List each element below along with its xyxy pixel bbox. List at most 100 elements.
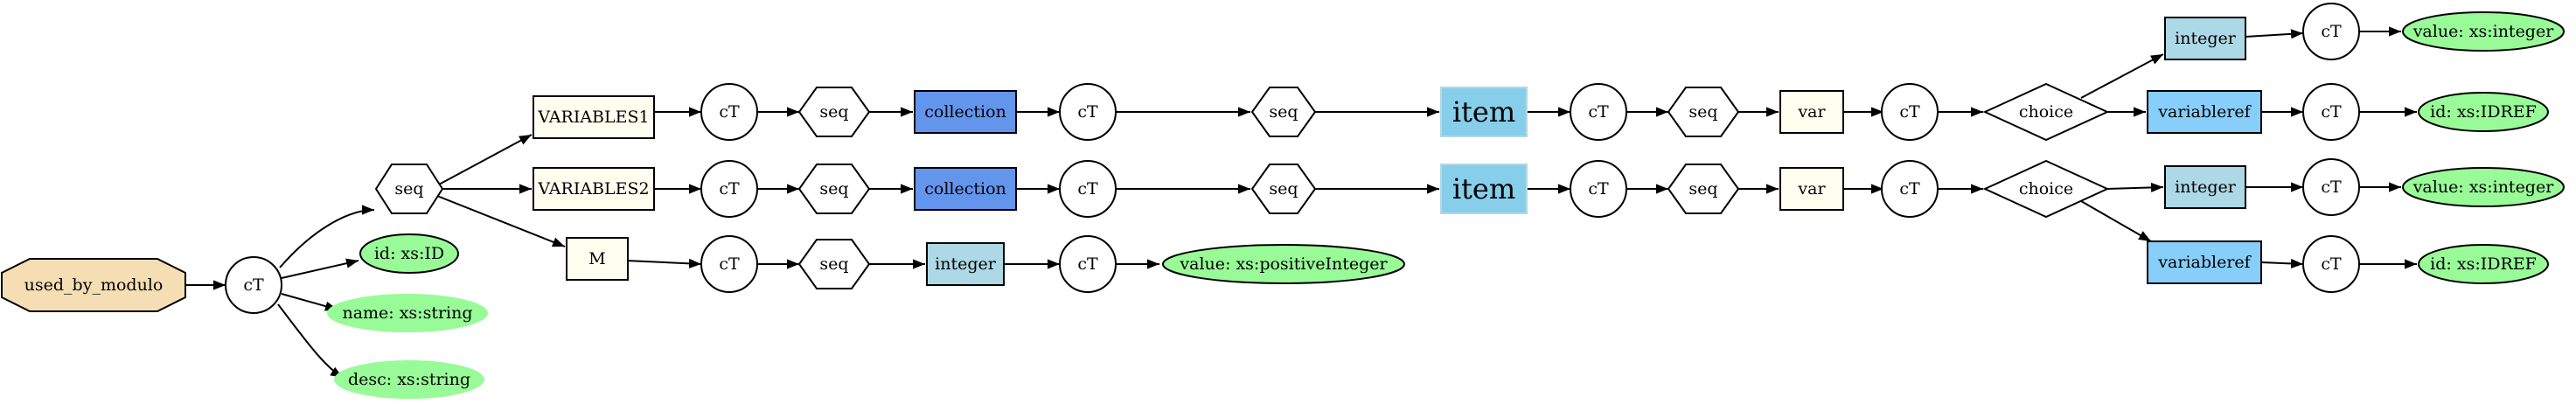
row-variables1: cT seq collection cT seq item cT seq (700, 3, 2565, 142)
edge-seq-variables1 (436, 134, 533, 186)
seq-label: seq (1688, 179, 1717, 199)
attr-id-label: id: xs:ID (374, 244, 444, 263)
ct-node: cT (1570, 160, 1627, 218)
value-positive-integer-node: value: xs:positiveInteger (1162, 244, 1405, 284)
seq-node: seq (374, 164, 444, 214)
variables2-node: VARIABLES2 (533, 167, 655, 211)
item-node: item (1440, 164, 1528, 214)
attr-name: name: xs:string (327, 294, 488, 332)
collection-label: collection (924, 179, 1006, 199)
m-node: M (566, 237, 629, 281)
ct-label: cT (2321, 102, 2342, 122)
integer-node: integer (926, 242, 1005, 286)
seq-node: seq (797, 87, 871, 137)
ct-label: cT (1899, 179, 1920, 199)
choice-label: choice (2019, 102, 2073, 122)
integer-label: integer (935, 254, 997, 274)
value-integer-label: value: xs:integer (2412, 178, 2555, 197)
edge-seq-m (436, 195, 566, 247)
root-node: used_by_modulo (1, 258, 186, 312)
ct-label: cT (2321, 22, 2342, 41)
seq-label: seq (819, 102, 848, 122)
value-integer-node: value: xs:integer (2402, 11, 2565, 52)
edge-c1 (625, 258, 702, 268)
ct-node: cT (700, 83, 758, 141)
collection-node: collection (914, 90, 1017, 134)
ct-label: cT (2321, 178, 2342, 197)
ct-label: cT (719, 254, 740, 274)
item-label: item (1452, 172, 1515, 205)
ct-node: cT (2302, 3, 2360, 60)
edge-ct-id (281, 258, 359, 279)
integer-label: integer (2175, 178, 2237, 197)
integer-label: integer (2175, 29, 2237, 48)
variableref-label: variableref (2157, 253, 2252, 272)
ct-node: cT (1881, 83, 1939, 141)
item-node: item (1440, 87, 1528, 137)
seq-label: seq (1269, 179, 1298, 199)
edge-ct-name (281, 293, 338, 311)
variables2-label: VARIABLES2 (537, 179, 649, 199)
seq-label: seq (819, 254, 848, 274)
ct-node: cT (1059, 235, 1117, 293)
attr-desc-label: desc: xs:string (348, 370, 470, 389)
collection-label: collection (924, 102, 1006, 122)
variableref-node: variableref (2147, 240, 2262, 284)
edges (185, 26, 2417, 379)
id-idref-label: id: xs:IDREF (2430, 254, 2537, 274)
integer-node: integer (2164, 165, 2246, 209)
ct-label: cT (1899, 102, 1920, 122)
item-label: item (1452, 95, 1515, 129)
var-label: var (1797, 179, 1826, 199)
integer-node: integer (2164, 17, 2246, 60)
seq-node: seq (1667, 164, 1740, 214)
ct-label: cT (719, 102, 740, 122)
attr-id: id: xs:ID (359, 233, 459, 274)
ct-node: cT (1059, 160, 1117, 218)
ct-label: cT (1588, 179, 1609, 199)
ct-node: cT (1881, 160, 1939, 218)
id-idref-node: id: xs:IDREF (2418, 92, 2549, 132)
var-node: var (1779, 90, 1844, 134)
seq-node: seq (797, 239, 871, 289)
value-integer-node: value: xs:integer (2402, 167, 2565, 207)
ct-label: cT (2321, 254, 2342, 274)
variables1-node: VARIABLES1 (533, 95, 655, 139)
seq-node: seq (797, 164, 871, 214)
seq-node: seq (1667, 87, 1740, 137)
edge-a12 (2080, 53, 2164, 99)
ct-label: cT (1077, 254, 1098, 274)
edge-ct-desc (277, 303, 344, 379)
variableref-node: variableref (2147, 90, 2262, 134)
root-label: used_by_modulo (24, 275, 164, 295)
seq-node: seq (1250, 164, 1317, 214)
ct-node: cT (1570, 83, 1627, 141)
choice-node: choice (1982, 82, 2110, 142)
seq-label: seq (1269, 102, 1298, 122)
var-label: var (1797, 102, 1826, 122)
ct-node: cT (2302, 158, 2360, 216)
choice-label: choice (2019, 179, 2073, 199)
ct-node: cT (225, 256, 282, 314)
ct-node: cT (2302, 235, 2360, 293)
value-positive-integer-label: value: xs:positiveInteger (1179, 254, 1388, 274)
edge-b12 (2105, 182, 2164, 193)
variables1-label: VARIABLES1 (537, 108, 649, 127)
edge-b13 (2080, 200, 2152, 242)
edge-a14 (2245, 29, 2304, 39)
ct-node: cT (2302, 83, 2360, 141)
ct-label: cT (1077, 179, 1098, 199)
attr-desc: desc: xs:string (334, 360, 484, 399)
ct-label: cT (1588, 102, 1609, 122)
variableref-label: variableref (2157, 102, 2252, 122)
row-m: cT seq integer cT value: xs:positiveInte… (700, 235, 1405, 293)
edge-ct-seq (279, 205, 375, 268)
ct-label: cT (243, 275, 264, 295)
id-idref-node: id: xs:IDREF (2418, 244, 2549, 284)
var-node: var (1779, 167, 1844, 211)
ct-node: cT (700, 235, 758, 293)
seq-label: seq (1688, 102, 1717, 122)
ct-label: cT (1077, 102, 1098, 122)
